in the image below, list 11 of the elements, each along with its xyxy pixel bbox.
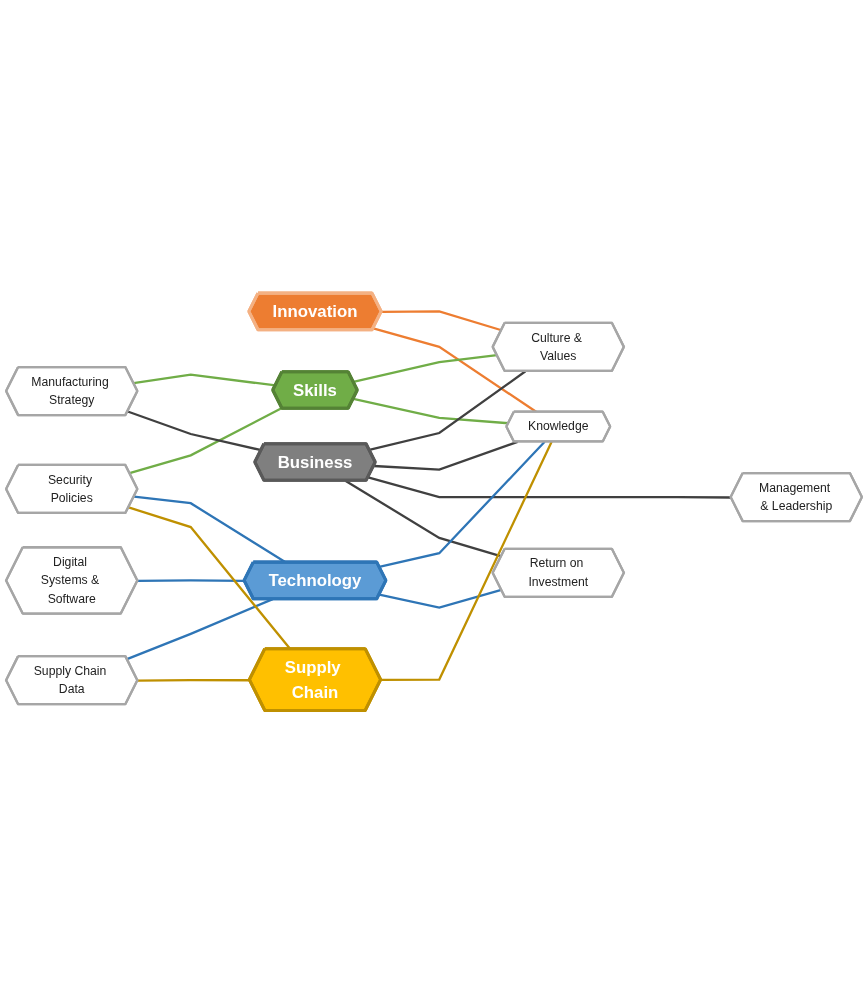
connector — [381, 309, 502, 332]
connector — [353, 397, 509, 425]
connector — [137, 678, 250, 682]
connector — [137, 579, 245, 582]
connector — [381, 441, 553, 681]
connector — [367, 475, 732, 499]
connector — [369, 370, 527, 451]
connector — [373, 440, 518, 471]
connector — [129, 406, 283, 474]
connector — [353, 353, 498, 383]
connector — [379, 588, 502, 609]
